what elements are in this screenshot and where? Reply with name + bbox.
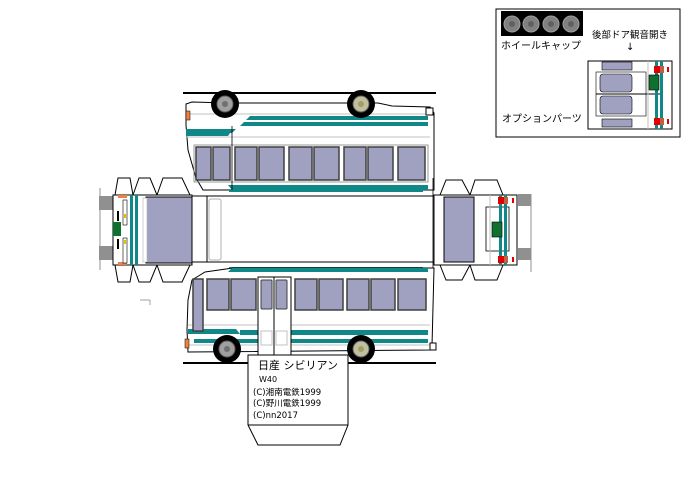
wheel-icon	[347, 335, 375, 363]
credit-line-2: (C)野川電鉄1999	[253, 399, 322, 409]
wheelcap-label: ホイールキャップ	[501, 41, 581, 52]
rear-door-option-part	[587, 60, 673, 130]
rear-panel	[432, 178, 532, 300]
arrow-down-icon: ↓	[626, 42, 635, 53]
credit-line-3: (C)nn2017	[253, 411, 298, 421]
info-tab	[247, 354, 349, 446]
wheel-icon	[213, 335, 241, 363]
bus-model-title: 日産 シビリアン	[258, 359, 339, 372]
wheelcap-icon	[503, 15, 580, 33]
wheel-icon	[211, 90, 239, 118]
side-panel-top	[183, 90, 436, 191]
roof-panel	[191, 190, 435, 269]
side-panel-bottom	[140, 267, 437, 364]
wheel-icon	[347, 90, 375, 118]
option-parts-label: オプションパーツ	[502, 114, 582, 125]
credit-line-1: (C)湘南電鉄1999	[253, 388, 322, 398]
front-panel	[99, 177, 193, 283]
bus-door	[257, 276, 292, 356]
bus-model-code: W40	[259, 375, 278, 384]
options-panel-frame	[495, 8, 681, 138]
rear-door-label: 後部ドア観音開き	[592, 30, 669, 41]
